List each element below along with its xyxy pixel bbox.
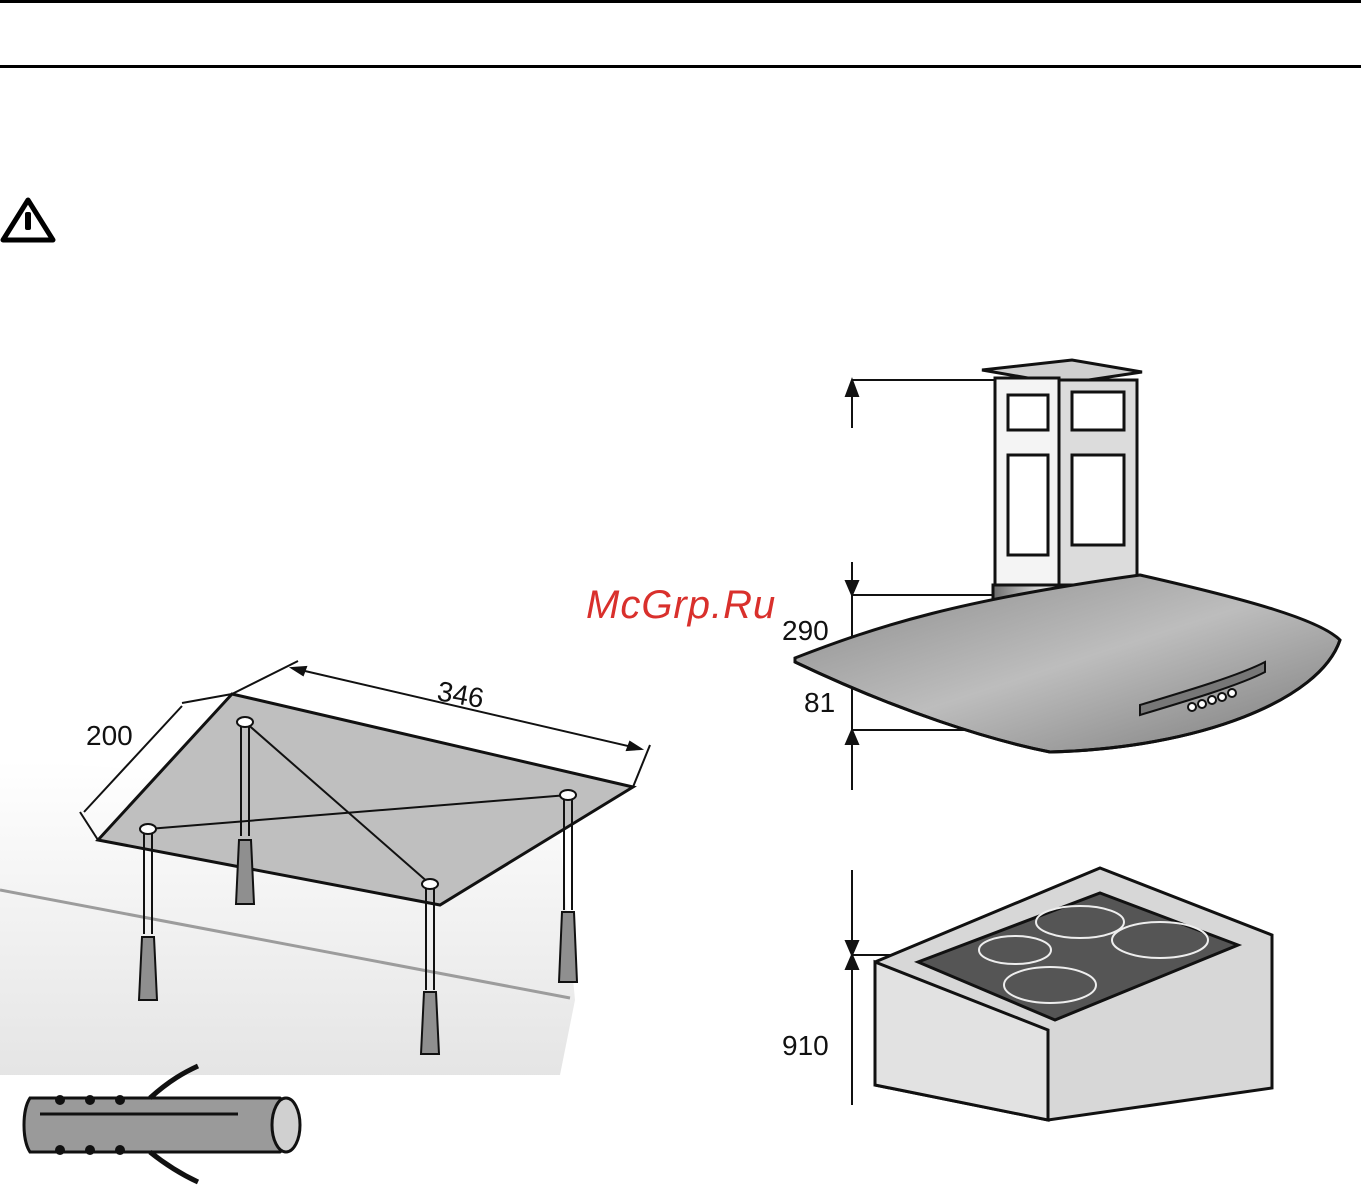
dimension-width-label: 346	[435, 675, 486, 714]
watermark: McGrp.Ru	[586, 583, 776, 627]
dimension-depth-label: 200	[86, 720, 133, 751]
cooktop-figure: 910	[782, 868, 1272, 1120]
wall-plug-detail	[24, 1066, 300, 1182]
canopy-height-label: 81	[804, 687, 835, 718]
ceiling-mounting-figure: 346 200	[0, 661, 650, 1075]
chimney-frame	[982, 360, 1142, 588]
hood-canopy	[795, 575, 1340, 752]
chimney-overlap-label: 290	[782, 615, 829, 646]
chimney-hood-figure: 290 81	[782, 360, 1340, 790]
cooktop-height-label: 910	[782, 1030, 829, 1061]
